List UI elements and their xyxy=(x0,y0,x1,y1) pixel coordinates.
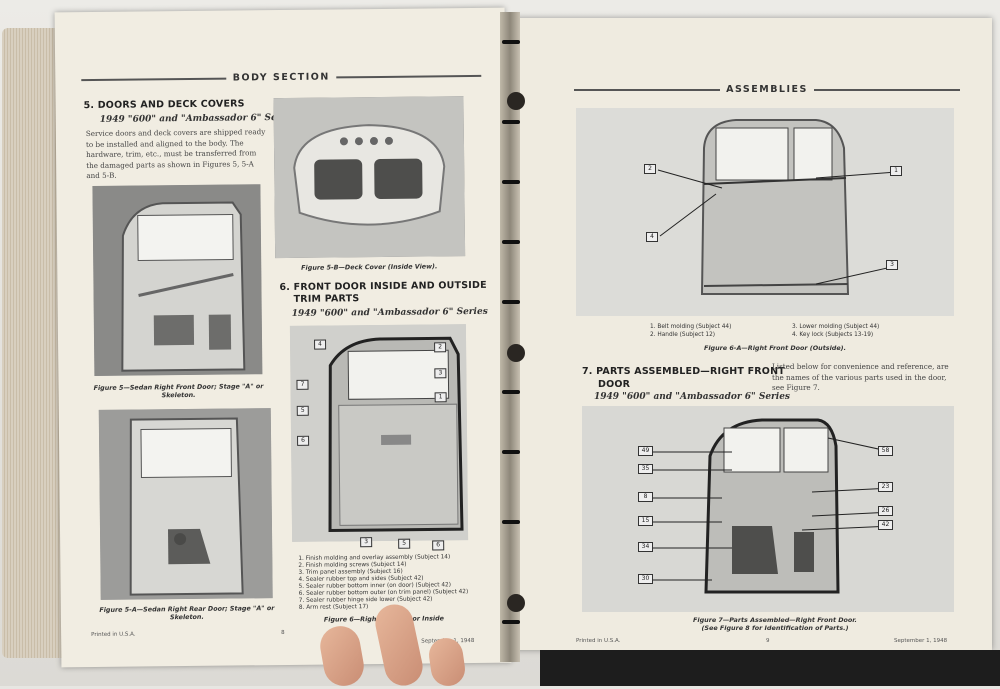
table-shadow xyxy=(540,650,1000,686)
fig6-callout-2: 2 xyxy=(434,342,447,353)
fig6a-part-4: 4. Key lock (Subjects 13-19) xyxy=(792,332,874,338)
section-6-series: 1949 "600" and "Ambassador 6" Series xyxy=(291,306,488,319)
figure-5-photo xyxy=(92,184,263,376)
left-page-header: BODY SECTION xyxy=(81,70,482,85)
fig7-callout-23: 23 xyxy=(878,482,893,492)
spiral-coil xyxy=(502,390,520,394)
spiral-coil xyxy=(502,450,520,454)
book-gutter xyxy=(500,12,520,662)
binding-hole xyxy=(507,92,525,110)
figure-5b-photo xyxy=(273,96,466,259)
left-page: BODY SECTION 5. DOORS AND DECK COVERS 19… xyxy=(54,7,512,668)
fig7-callout-42: 42 xyxy=(878,520,893,530)
right-page: ASSEMBLIES 2 1 4 3 1. Belt molding (Subj… xyxy=(510,18,992,650)
binding-hole xyxy=(507,344,525,362)
fig6a-callout-2: 2 xyxy=(644,164,656,174)
fig6-callout-3b: 3 xyxy=(360,537,373,548)
left-footer-printed: Printed in U.S.A. xyxy=(91,631,136,639)
spiral-coil xyxy=(502,180,520,184)
section-6-heading-line2: TRIM PARTS xyxy=(293,293,360,305)
figure-7-caption-line2: (See Figure 8 for Identification of Part… xyxy=(701,624,849,632)
fig6-callout-4: 4 xyxy=(314,339,327,350)
section-6-heading-line1: 6. FRONT DOOR INSIDE AND OUTSIDE xyxy=(279,279,487,294)
fig6-callout-6b: 6 xyxy=(432,540,445,551)
section-7-heading-line1: 7. PARTS ASSEMBLED—RIGHT FRONT xyxy=(582,366,785,377)
fig7-callout-30: 30 xyxy=(638,574,653,584)
fig6-callout-1: 1 xyxy=(434,392,447,403)
fig6-callout-3: 3 xyxy=(434,368,447,379)
section-5-body: Service doors and deck covers are shippe… xyxy=(85,127,266,181)
section-5-series: 1949 "600" and "Ambassador 6" Series xyxy=(99,112,296,125)
fig7-callout-35: 35 xyxy=(638,464,653,474)
fig6a-part-1: 1. Belt molding (Subject 44) xyxy=(650,324,732,330)
fig6-callout-7: 7 xyxy=(296,379,309,390)
right-page-number: 9 xyxy=(766,638,770,644)
right-footer-date: September 1, 1948 xyxy=(894,638,948,644)
fig6-callout-5: 5 xyxy=(296,405,309,416)
spiral-coil xyxy=(502,620,520,624)
door-outside-image xyxy=(576,108,954,316)
spiral-coil xyxy=(502,300,520,304)
fig6a-part-2: 2. Handle (Subject 12) xyxy=(650,332,716,338)
right-page-header: ASSEMBLIES xyxy=(574,84,960,95)
fig7-callout-26: 26 xyxy=(878,506,893,516)
fig7-callout-34: 34 xyxy=(638,542,653,552)
figure-5a-photo xyxy=(98,408,273,600)
deck-cover-image xyxy=(273,96,466,259)
section-5-heading: 5. DOORS AND DECK COVERS xyxy=(83,98,245,112)
right-footer-printed: Printed in U.S.A. xyxy=(576,638,621,644)
figure-6-photo xyxy=(289,324,469,542)
spiral-coil xyxy=(502,120,520,124)
fig7-callout-15: 15 xyxy=(638,516,653,526)
fig6-callout-6: 6 xyxy=(297,435,310,446)
figure-7-caption-line1: Figure 7—Parts Assembled—Right Front Doo… xyxy=(693,616,857,624)
fig6a-part-3: 3. Lower molding (Subject 44) xyxy=(792,324,880,330)
figure-5a-caption: Figure 5-A—Sedan Right Rear Door; Stage … xyxy=(99,604,275,622)
figure-6a-photo xyxy=(576,108,954,316)
fig6-callout-5b: 5 xyxy=(398,538,411,549)
fig6a-callout-3: 3 xyxy=(886,260,898,270)
rear-door-skeleton-image xyxy=(98,408,273,600)
figure-5b-caption: Figure 5-B—Deck Cover (Inside View). xyxy=(301,262,438,272)
binding-hole xyxy=(507,594,525,612)
fig7-callout-8: 8 xyxy=(638,492,653,502)
left-page-number: 8 xyxy=(281,629,285,637)
door-skeleton-image xyxy=(92,184,263,376)
fig7-callout-49: 49 xyxy=(638,446,653,456)
fig6a-callout-4: 4 xyxy=(646,232,658,242)
spiral-coil xyxy=(502,520,520,524)
figure-6a-caption: Figure 6-A—Right Front Door (Outside). xyxy=(703,344,847,352)
fig7-callout-58: 58 xyxy=(878,446,893,456)
book-page-edges xyxy=(2,28,62,658)
section-7-body: Listed below for convenience and referen… xyxy=(772,362,949,392)
spiral-coil xyxy=(502,240,520,244)
section-7-series: 1949 "600" and "Ambassador 6" Series xyxy=(594,392,791,402)
spiral-coil xyxy=(502,40,520,44)
section-7-heading-line2: DOOR xyxy=(598,379,631,390)
door-inside-image xyxy=(289,324,469,542)
fig6a-callout-1: 1 xyxy=(890,166,902,176)
figure-5-caption: Figure 5—Sedan Right Front Door; Stage "… xyxy=(93,382,264,400)
